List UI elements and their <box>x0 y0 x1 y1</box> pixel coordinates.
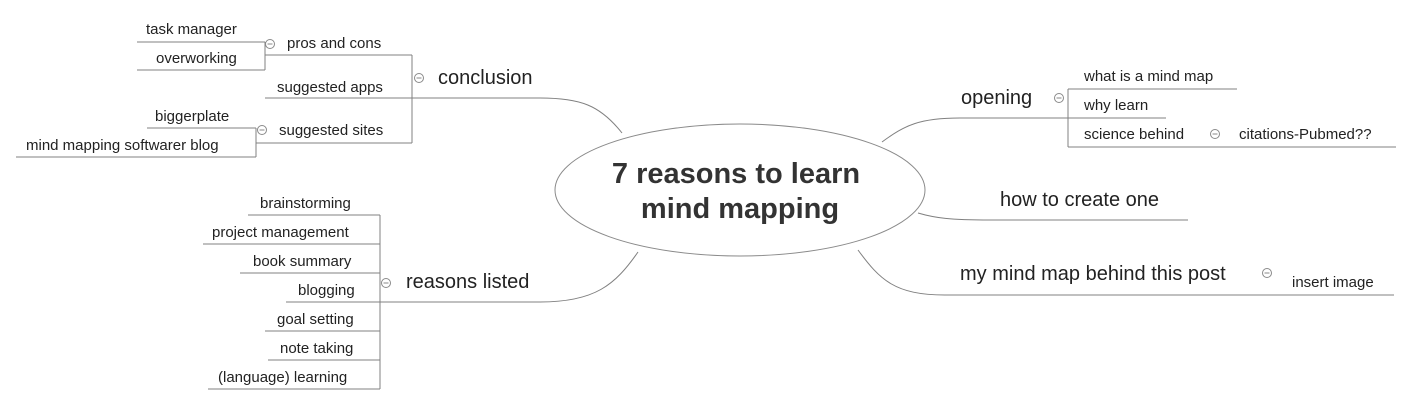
collapse-toggle-pros-and-cons[interactable] <box>265 39 275 49</box>
topic-why-learn[interactable]: why learn <box>1083 97 1148 114</box>
central-topic-line1: 7 reasons to learn <box>612 158 860 190</box>
collapse-toggle-science-behind[interactable] <box>1210 129 1220 139</box>
topic-task-manager[interactable]: task manager <box>146 21 237 38</box>
topic-opening[interactable]: opening <box>961 87 1032 109</box>
topic-blogging[interactable]: blogging <box>298 282 355 299</box>
topic-insert-image[interactable]: insert image <box>1292 274 1374 291</box>
topic-conclusion[interactable]: conclusion <box>438 67 533 89</box>
collapse-toggle-suggested-sites[interactable] <box>257 125 267 135</box>
topic-citations-pubmed[interactable]: citations-Pubmed?? <box>1239 126 1372 143</box>
topic-suggested-sites[interactable]: suggested sites <box>279 122 383 139</box>
collapse-toggle-my-mind-map[interactable] <box>1262 268 1272 278</box>
line-center-reasons <box>380 251 639 303</box>
topic-biggerplate[interactable]: biggerplate <box>155 108 229 125</box>
line-center-opening <box>881 117 1068 143</box>
topic-suggested-apps[interactable]: suggested apps <box>277 79 383 96</box>
topic-how-to-create-one[interactable]: how to create one <box>1000 189 1159 211</box>
central-topic-ellipse <box>554 123 926 257</box>
central-topic[interactable]: 7 reasons to learn mind mapping <box>554 123 926 257</box>
topic-language-learning[interactable]: (language) learning <box>218 369 347 386</box>
topic-book-summary[interactable]: book summary <box>253 253 352 270</box>
line-center-conclusion <box>412 97 623 134</box>
line-how-to-create <box>917 212 1188 221</box>
topic-overworking[interactable]: overworking <box>156 50 237 67</box>
line-my-mind-map <box>857 249 1394 296</box>
topic-pros-and-cons[interactable]: pros and cons <box>287 35 381 52</box>
topic-reasons-listed[interactable]: reasons listed <box>406 271 529 293</box>
topic-brainstorming[interactable]: brainstorming <box>260 195 351 212</box>
topic-goal-setting[interactable]: goal setting <box>277 311 354 328</box>
collapse-toggle-opening[interactable] <box>1054 93 1064 103</box>
topic-what-is-a-mind-map[interactable]: what is a mind map <box>1083 68 1213 85</box>
topic-project-management[interactable]: project management <box>212 224 350 241</box>
topic-my-mind-map[interactable]: my mind map behind this post <box>960 263 1226 285</box>
collapse-toggle-conclusion[interactable] <box>414 73 424 83</box>
topic-note-taking[interactable]: note taking <box>280 340 353 357</box>
topic-science-behind[interactable]: science behind <box>1084 126 1184 143</box>
topic-mind-mapping-blog[interactable]: mind mapping softwarer blog <box>26 137 219 154</box>
connector-lines <box>16 41 1396 390</box>
central-topic-line2: mind mapping <box>641 193 839 225</box>
collapse-toggle-reasons-listed[interactable] <box>381 278 391 288</box>
